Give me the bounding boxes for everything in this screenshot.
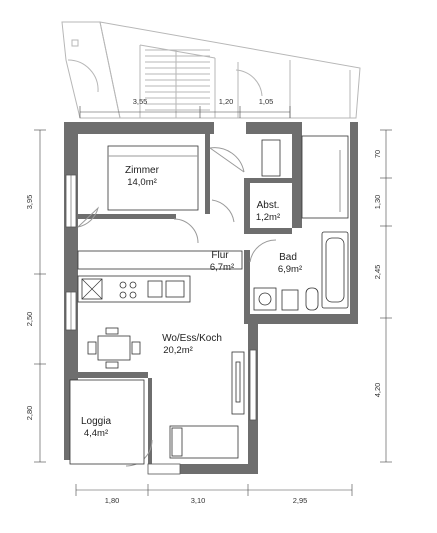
room-area-wohnen: 20,2m² bbox=[163, 345, 193, 356]
room-name-zimmer: Zimmer bbox=[125, 165, 160, 176]
dim-right-3: 2,45 bbox=[373, 265, 382, 280]
dimension-lines bbox=[34, 106, 392, 496]
dimension-labels: 3,55 1,20 1,05 1,80 3,10 2,95 3,95 2,50 … bbox=[25, 97, 382, 505]
stairwell bbox=[61, 21, 361, 119]
dim-top-2: 1,20 bbox=[219, 97, 234, 106]
dim-top-1: 3,55 bbox=[133, 97, 148, 106]
dim-right-2: 1,30 bbox=[373, 195, 382, 210]
room-area-zimmer: 14,0m² bbox=[127, 177, 157, 188]
room-labels: Zimmer 14,0m² Abst. 1,2m² Flur 6,7m² Bad… bbox=[81, 165, 302, 439]
room-name-flur: Flur bbox=[211, 250, 229, 261]
dim-bottom-2: 3,10 bbox=[191, 496, 206, 505]
room-name-abstellraum: Abst. bbox=[257, 200, 280, 211]
room-area-loggia: 4,4m² bbox=[84, 428, 108, 439]
dim-right-4: 4,20 bbox=[373, 383, 382, 398]
windows bbox=[65, 174, 257, 475]
room-name-loggia: Loggia bbox=[81, 416, 111, 427]
dim-top-3: 1,05 bbox=[259, 97, 274, 106]
dim-left-2: 2,50 bbox=[25, 312, 34, 327]
room-name-wohnen: Wo/Ess/Koch bbox=[162, 333, 222, 344]
doors bbox=[77, 147, 277, 467]
dim-bottom-3: 2,95 bbox=[293, 496, 308, 505]
furniture bbox=[69, 135, 349, 465]
dim-left-3: 2,80 bbox=[25, 406, 34, 421]
room-area-flur: 6,7m² bbox=[210, 262, 234, 273]
dim-right-1: 70 bbox=[373, 150, 382, 158]
room-name-bad: Bad bbox=[279, 252, 297, 263]
room-area-bad: 6,9m² bbox=[278, 264, 302, 275]
dim-left-1: 3,95 bbox=[25, 195, 34, 210]
room-area-abstellraum: 1,2m² bbox=[256, 212, 280, 223]
dim-bottom-1: 1,80 bbox=[105, 496, 120, 505]
